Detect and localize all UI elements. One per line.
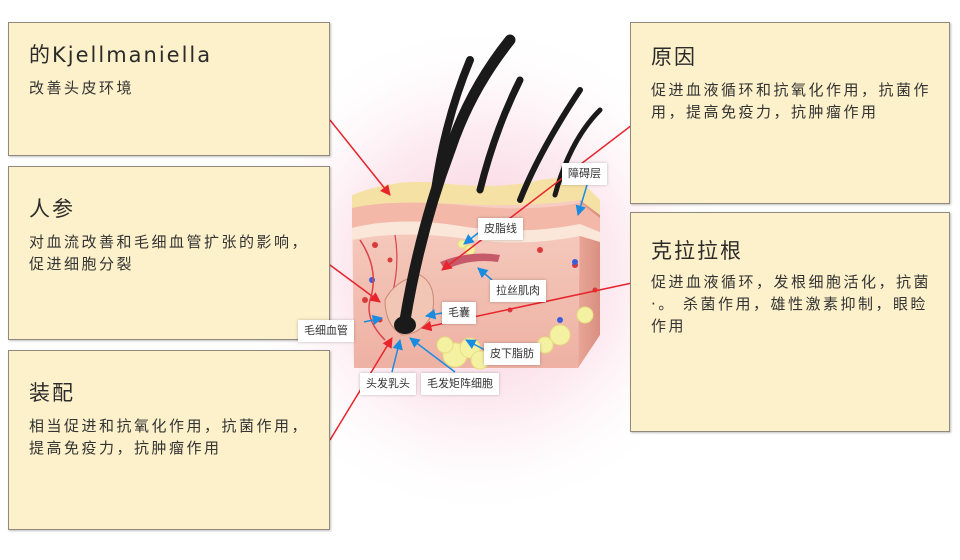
box-kjellmaniella: 的Kjellmaniella 改善头皮环境 bbox=[8, 22, 330, 156]
barrier-band bbox=[352, 221, 600, 243]
skin-top-surface bbox=[352, 178, 600, 215]
box-title: 的Kjellmaniella bbox=[29, 43, 213, 67]
box-kelalagen: 克拉拉根 促进血液循环，发根细胞活化，抗菌·。 杀菌作用，雄性激素抑制，眼睑作用 bbox=[630, 212, 950, 432]
label-hair-matrix-cells: 毛发矩阵细胞 bbox=[421, 373, 499, 395]
hair-bulb bbox=[394, 316, 416, 334]
arrow-matrix bbox=[409, 337, 456, 373]
box-text: 促进血液循环和抗氧化作用，抗菌作用，提高免疫力，抗肿瘤作用 bbox=[651, 81, 932, 121]
box-title: 克拉拉根 bbox=[651, 239, 743, 263]
box-title: 装配 bbox=[29, 381, 75, 405]
box-text: 促进血液循环，发根细胞活化，抗菌·。 杀菌作用，雄性激素抑制，眼睑作用 bbox=[651, 273, 932, 335]
arrow-follicle bbox=[424, 309, 443, 320]
arrow-subcutaneous bbox=[465, 339, 486, 351]
arrow-capillary bbox=[363, 314, 384, 326]
box-title: 原因 bbox=[651, 45, 697, 69]
box-text: 相当促进和抗氧化作用，抗菌作用，提高免疫力，抗肿瘤作用 bbox=[29, 417, 310, 457]
arrector-muscle bbox=[440, 253, 500, 270]
arrow-arrector bbox=[477, 267, 493, 281]
label-subcutaneous-fat: 皮下脂肪 bbox=[484, 343, 540, 365]
arrow-yuanyin bbox=[441, 124, 633, 271]
arrow-kjell bbox=[329, 119, 391, 196]
label-arrector-muscle: 拉丝肌肉 bbox=[490, 280, 546, 302]
box-text: 改善头皮环境 bbox=[29, 79, 135, 97]
box-zhuangpei: 装配 相当促进和抗氧化作用，抗菌作用，提高免疫力，抗肿瘤作用 bbox=[8, 350, 330, 530]
label-dermal-papilla: 头发乳头 bbox=[360, 373, 416, 395]
label-sebaceous-gland: 皮脂线 bbox=[478, 218, 523, 240]
arrow-papilla bbox=[391, 338, 403, 373]
arrow-ginseng bbox=[329, 264, 381, 303]
box-yuanyin: 原因 促进血液循环和抗氧化作用，抗菌作用，提高免疫力，抗肿瘤作用 bbox=[630, 22, 950, 204]
box-ginseng: 人参 对血流改善和毛细血管扩张的影响，促进细胞分裂 bbox=[8, 166, 330, 340]
arrow-barrier bbox=[575, 184, 588, 217]
label-barrier-layer: 障碍层 bbox=[562, 163, 607, 185]
label-hair-follicle: 毛囊 bbox=[442, 302, 476, 324]
hair-strands bbox=[399, 34, 603, 326]
fat-tissue bbox=[436, 239, 594, 370]
box-text: 对血流改善和毛细血管扩张的影响，促进细胞分裂 bbox=[29, 233, 310, 273]
box-title: 人参 bbox=[29, 197, 75, 221]
epidermis-band bbox=[352, 202, 600, 232]
label-capillary: 毛细血管 bbox=[298, 320, 354, 342]
